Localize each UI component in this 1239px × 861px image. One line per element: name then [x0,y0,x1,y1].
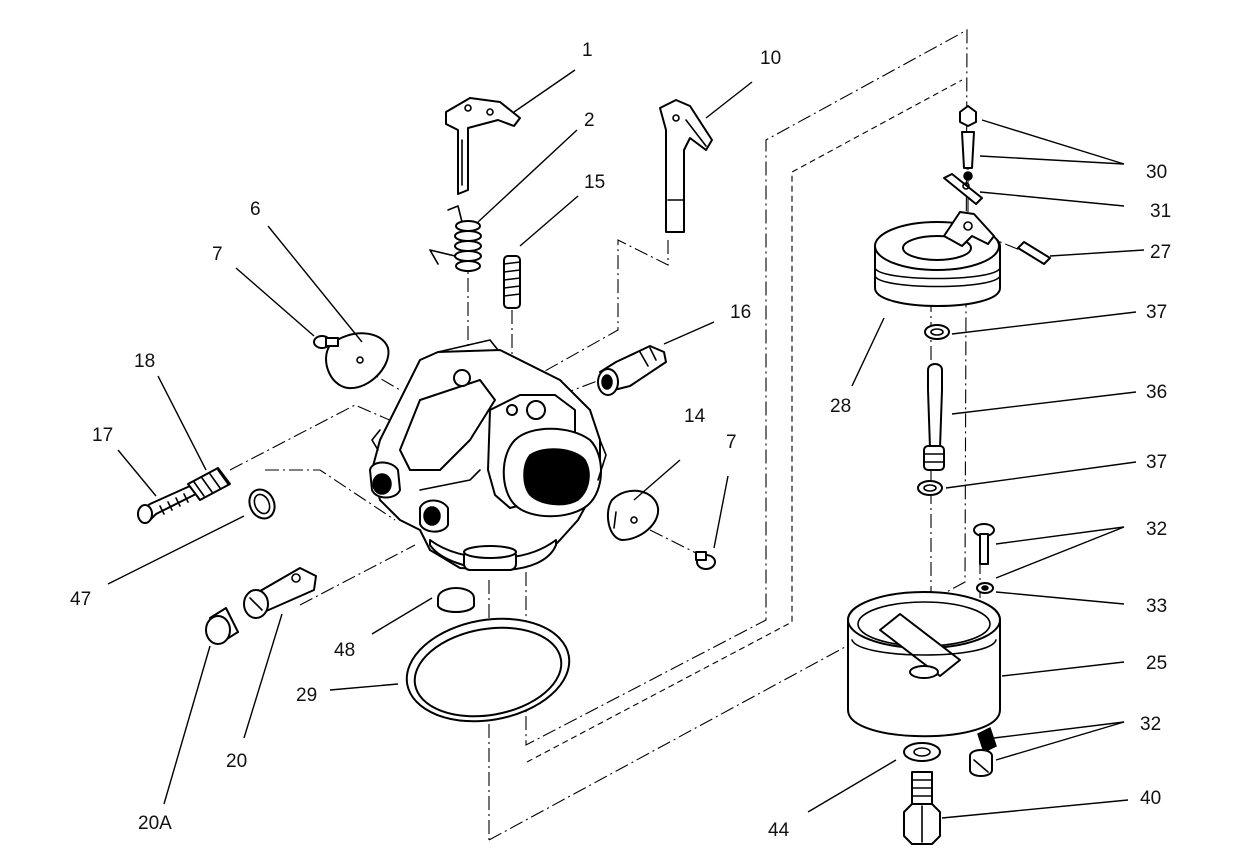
part-2-throttle-spring [429,205,482,272]
part-15-idle-spring [503,255,521,309]
part-27-float-pin [1017,241,1051,265]
part-33-washer [976,582,994,594]
callout-47: 47 [70,589,91,610]
part-20a-jet-cap [205,607,239,645]
callout-labels: 1 2 6 7 10 15 16 18 17 14 7 47 48 29 20 … [70,40,1171,841]
callout-36: 36 [1146,382,1167,403]
callout-37-upper: 37 [1146,302,1167,323]
part-36-emulsion-tube [923,363,945,471]
part-20-main-jet [243,567,317,619]
part-25-float-bowl [847,591,1001,738]
callout-31: 31 [1150,201,1171,222]
part-1-throttle-bracket [445,97,521,195]
callout-32-upper: 32 [1146,519,1167,540]
part-44-bowl-washer [903,742,941,762]
callout-17: 17 [92,425,113,446]
callout-18: 18 [134,351,155,372]
callout-10: 10 [760,48,781,69]
callout-30: 30 [1146,162,1167,183]
callout-14: 14 [684,406,706,427]
carburetor-body [369,339,607,571]
callout-25: 25 [1146,653,1167,674]
callout-7-left: 7 [212,244,223,265]
callout-16: 16 [730,302,751,323]
part-48-seat-gasket [437,587,475,613]
callout-44: 44 [768,820,790,841]
part-10-choke-shaft [659,99,713,233]
part-17-idle-screw [137,485,197,524]
callout-32-lower: 32 [1140,714,1161,735]
callout-6: 6 [250,199,261,220]
callout-15: 15 [584,172,605,193]
part-16-fuel-fitting [597,345,667,396]
callout-29: 29 [296,685,317,706]
part-29-bowl-gasket [405,617,571,723]
part-30-inlet-needle [959,105,977,181]
part-47-o-ring [248,488,276,520]
leader-lines [107,69,1145,819]
part-14-choke-plate [606,489,660,541]
callout-27: 27 [1150,242,1171,263]
part-6-throttle-plate [325,332,390,390]
callout-40: 40 [1140,788,1161,809]
part-28-float [874,211,1001,307]
part-7-screw-right [695,551,716,570]
part-32-drain-spring-lower [969,726,997,777]
part-7-screw-left [313,335,339,349]
callout-37-lower: 37 [1146,452,1167,473]
part-31-needle-clip [943,173,983,205]
part-40-bowl-nut [903,771,941,845]
callout-48: 48 [334,640,355,661]
part-18-idle-spring [187,467,231,501]
part-32-drain-pin-upper [973,523,995,565]
callout-2: 2 [584,110,595,131]
callout-33: 33 [1146,596,1167,617]
part-37-washer-upper [924,324,950,340]
callout-20: 20 [226,751,247,772]
callout-7-right: 7 [726,432,737,453]
part-37-washer-lower [917,480,943,496]
callout-20a: 20A [138,813,172,834]
callout-1: 1 [582,40,593,61]
callout-28: 28 [830,396,851,417]
